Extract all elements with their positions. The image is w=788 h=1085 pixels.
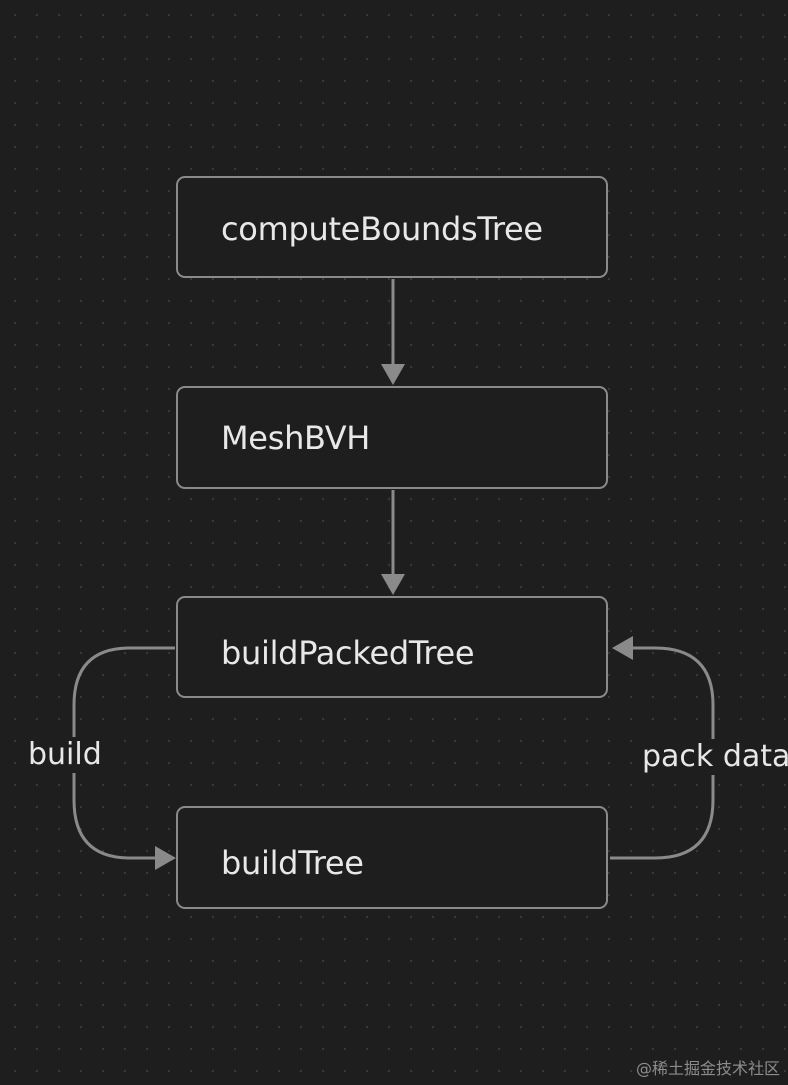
edge-meshbvh-to-buildpackedtree [381, 490, 405, 595]
edge-label-pack-data: pack data [640, 739, 788, 775]
node-label: MeshBVH [221, 419, 371, 457]
arrowhead-icon [381, 364, 405, 385]
node-build-packed-tree: buildPackedTree [176, 596, 608, 698]
node-build-tree: buildTree [176, 806, 608, 909]
node-mesh-bvh: MeshBVH [176, 386, 608, 489]
node-compute-bounds-tree: computeBoundsTree [176, 176, 608, 278]
watermark: @稀土掘金技术社区 [635, 1059, 780, 1078]
arrowhead-icon [155, 846, 176, 870]
node-label: buildPackedTree [221, 634, 475, 672]
edge-computeboundstree-to-meshbvh [381, 279, 405, 385]
arrowhead-icon [612, 636, 633, 660]
edge-label-build: build [26, 737, 104, 773]
arrowhead-icon [381, 574, 405, 595]
node-label: buildTree [221, 844, 364, 882]
node-label: computeBoundsTree [221, 210, 543, 248]
